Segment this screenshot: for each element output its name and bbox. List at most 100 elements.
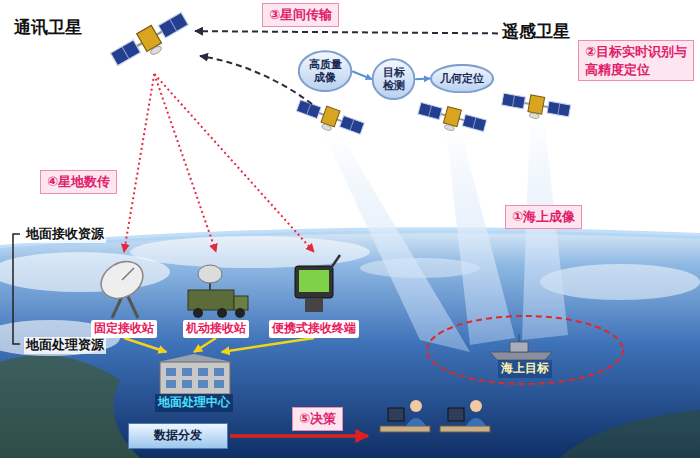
dish-antenna-icon xyxy=(94,254,149,305)
clouds xyxy=(0,236,700,356)
dotted-arrow xyxy=(124,74,154,252)
node-text: ③星间传输 xyxy=(269,6,332,24)
node-text: 遥感卫星 xyxy=(502,20,570,43)
building-icon xyxy=(182,368,192,376)
yellow-arrow xyxy=(124,338,166,352)
station-node: 机动接收站 xyxy=(178,252,254,338)
comm-satellite-icon xyxy=(109,9,193,73)
resource-bracket xyxy=(13,234,20,344)
building-icon xyxy=(166,368,176,376)
ship-icon xyxy=(518,334,519,342)
node-text: 便携式接收终端 xyxy=(269,320,359,338)
dashed-arrow xyxy=(195,31,498,33)
target-node: 海上目标 xyxy=(480,330,570,378)
station-node: 便携式接收终端 xyxy=(262,252,366,338)
decision-maker-icon xyxy=(440,426,490,432)
remote-satellite-icon xyxy=(500,90,571,124)
remote-satellite-icon xyxy=(294,97,366,141)
mobile-station-icon xyxy=(235,308,245,318)
building-icon xyxy=(166,380,176,388)
callout-box: ④星地数传 xyxy=(40,170,117,194)
dish-antenna-icon xyxy=(122,268,134,280)
building-icon xyxy=(198,368,208,376)
portable-terminal-icon xyxy=(295,255,340,312)
node-text: ①海上成像 xyxy=(512,208,575,226)
building-icon xyxy=(198,380,208,388)
node-text: 机动接收站 xyxy=(183,320,249,338)
remote-satellite-icon xyxy=(416,100,488,139)
building-icon xyxy=(158,354,232,362)
node-text: 数据分发 xyxy=(135,428,221,444)
portable-terminal-icon xyxy=(299,270,329,292)
decision-maker-icon xyxy=(388,408,404,421)
resource-label: 地面处理资源 xyxy=(24,337,106,354)
callout-box: ③星间传输 xyxy=(262,3,339,27)
node-text: 通讯卫星 xyxy=(14,16,191,39)
dotted-arrow xyxy=(154,74,314,252)
remote-satellite-icon xyxy=(416,100,488,139)
node-text: ②目标实时识别与高精度定位 xyxy=(585,43,687,78)
comm-satellite-icon xyxy=(109,9,193,73)
flow-arrow xyxy=(415,78,430,81)
yellow-arrow xyxy=(222,338,314,352)
node-text: 目标检测 xyxy=(382,66,405,92)
target-zone xyxy=(427,316,623,384)
yellow-arrow xyxy=(194,338,216,352)
mobile-station-icon xyxy=(217,308,227,318)
decision-maker-icon xyxy=(406,418,426,426)
ellipse-outline xyxy=(431,65,493,92)
node-text: 高质量成像 xyxy=(308,58,342,84)
ship-icon xyxy=(510,342,528,352)
process-ellipse: 目标检测 xyxy=(372,58,415,100)
building-icon xyxy=(182,380,192,388)
node-text: 海上目标 xyxy=(498,360,552,378)
node-text: 地面处理中心 xyxy=(155,394,233,412)
resource-label: 地面接收资源 xyxy=(24,226,106,243)
distribution-box: 数据分发 xyxy=(128,423,228,449)
decision-arrow xyxy=(230,434,368,438)
ellipse-outline xyxy=(373,59,415,99)
node-text: ⑤决策 xyxy=(299,410,336,428)
decision-arrow xyxy=(230,436,368,437)
sky-and-earth xyxy=(0,355,140,458)
resource-bracket xyxy=(13,234,20,344)
imaging-beams xyxy=(446,128,515,345)
remote-satellite-icon xyxy=(294,97,366,141)
clouds xyxy=(130,236,370,268)
node-text: ④星地数传 xyxy=(47,173,110,191)
callout-box: ②目标实时识别与高精度定位 xyxy=(578,40,694,81)
decision-maker-icon xyxy=(466,418,486,426)
building-icon xyxy=(214,380,224,388)
decision-maker-icon xyxy=(448,408,464,421)
clouds xyxy=(540,264,700,300)
portable-terminal-icon xyxy=(305,298,323,312)
satellite-label: 通讯卫星 xyxy=(10,8,195,74)
portable-terminal-icon xyxy=(331,255,340,268)
dish-antenna-icon xyxy=(94,254,149,318)
portable-terminal-icon xyxy=(295,266,333,298)
decision-maker-icon xyxy=(380,426,430,432)
imaging-beams xyxy=(322,130,470,352)
ship-icon xyxy=(490,352,552,360)
flow-arrow xyxy=(352,71,372,79)
building-icon xyxy=(214,368,224,376)
process-ellipse: 几何定位 xyxy=(430,64,494,93)
station-node: 固定接收站 xyxy=(88,252,160,338)
callout-box: ⑤决策 xyxy=(292,407,343,431)
mobile-station-icon xyxy=(234,296,248,310)
imaging-beams xyxy=(522,118,568,340)
relay-arrow xyxy=(200,56,312,104)
decision-maker-icon xyxy=(380,400,490,432)
remote-satellite-icon xyxy=(500,90,571,124)
callout-box: ①海上成像 xyxy=(505,205,582,229)
satellite-label: 遥感卫星 xyxy=(498,12,574,138)
process-ellipse: 高质量成像 xyxy=(298,50,352,92)
processing-center: 地面处理中心 xyxy=(148,352,240,412)
ship-icon xyxy=(490,334,552,360)
relay-arrow xyxy=(200,56,312,104)
mobile-station-icon xyxy=(198,265,222,283)
decision-maker-icon xyxy=(470,400,482,412)
